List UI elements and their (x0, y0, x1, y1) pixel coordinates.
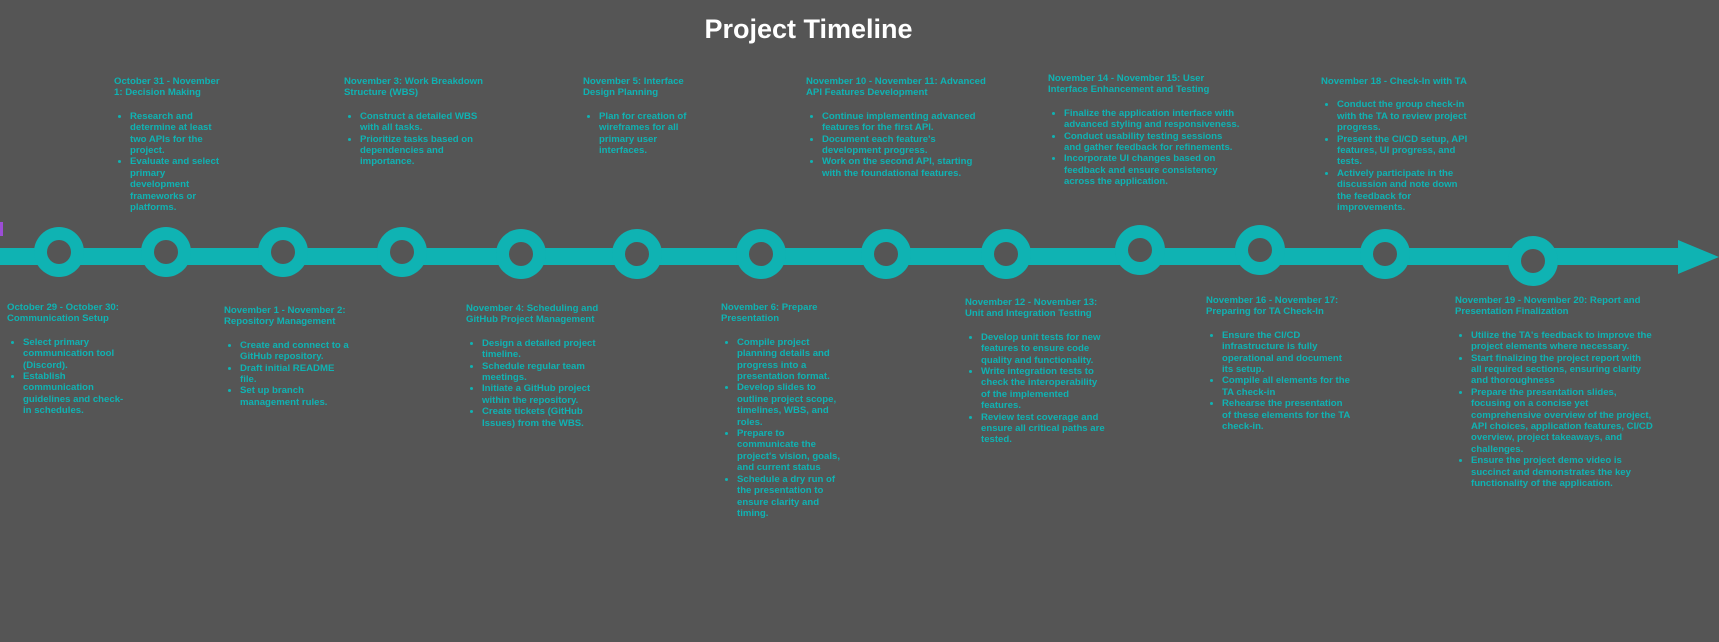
event-title: October 29 - October 30: Communication S… (7, 302, 119, 325)
event-task-item: Actively participate in the discussion a… (1337, 168, 1474, 214)
event-card: October 31 - November 1: Decision Making… (114, 76, 224, 213)
timeline-node-hole (47, 240, 71, 264)
event-task-item: Work on the second API, starting with th… (822, 156, 994, 179)
event-title: November 10 - November 11: Advanced API … (806, 76, 986, 99)
event-task-item: Draft initial README file. (240, 363, 349, 386)
event-title: November 14 - November 15: User Interfac… (1048, 73, 1210, 96)
event-task-item: Create and connect to a GitHub repositor… (240, 340, 349, 363)
event-task-item: Conduct the group check-in with the TA t… (1337, 99, 1474, 133)
timeline-start-marker (0, 222, 3, 236)
event-task-item: Create tickets (GitHub Issues) from the … (482, 406, 608, 429)
event-card: November 18 - Check-In with TA Conduct th… (1321, 76, 1474, 213)
event-task-item: Develop slides to outline project scope,… (737, 382, 848, 428)
event-title: November 16 - November 17: Preparing for… (1206, 295, 1339, 318)
timeline-node-hole (625, 242, 649, 266)
event-task-item: Utilize the TA's feedback to improve the… (1471, 330, 1653, 353)
timeline-node-hole (390, 240, 414, 264)
event-task-item: Review test coverage and ensure all crit… (981, 412, 1105, 446)
timeline-node-hole (509, 242, 533, 266)
event-title: November 1 - November 2: Repository Mana… (224, 305, 346, 328)
event-card: November 6: Prepare PresentationCompile … (721, 302, 848, 519)
event-title: November 4: Scheduling and GitHub Projec… (466, 303, 599, 326)
event-task-list: Select primary communication tool (Disco… (7, 337, 125, 417)
event-task-list: Develop unit tests for new features to e… (965, 332, 1105, 446)
event-task-item: Research and determine at least two APIs… (130, 111, 224, 157)
event-task-item: Develop unit tests for new features to e… (981, 332, 1105, 366)
event-task-item: Prioritize tasks based on dependencies a… (360, 134, 490, 168)
event-card: November 14 - November 15: User Interfac… (1048, 73, 1241, 188)
event-task-item: Present the CI/CD setup, API features, U… (1337, 134, 1474, 168)
event-task-list: Create and connect to a GitHub repositor… (224, 340, 349, 408)
timeline-node-hole (154, 240, 178, 264)
event-title: October 31 - November 1: Decision Making (114, 76, 220, 99)
event-task-item: Write integration tests to check the int… (981, 366, 1105, 412)
timeline-node-hole (874, 242, 898, 266)
event-task-item: Evaluate and select primary development … (130, 156, 224, 213)
event-task-list: Utilize the TA's feedback to improve the… (1455, 330, 1653, 490)
event-task-list: Plan for creation of wireframes for all … (583, 111, 690, 157)
event-task-item: Prepare to communicate the project's vis… (737, 428, 848, 474)
event-task-list: Finalize the application interface with … (1048, 108, 1241, 188)
timeline-line (0, 248, 1682, 265)
event-task-item: Select primary communication tool (Disco… (23, 337, 125, 371)
event-task-item: Ensure the project demo video is succinc… (1471, 455, 1653, 489)
event-task-item: Compile project planning details and pro… (737, 337, 848, 383)
event-task-item: Start finalizing the project report with… (1471, 353, 1653, 387)
event-task-item: Plan for creation of wireframes for all … (599, 111, 690, 157)
event-task-item: Continue implementing advanced features … (822, 111, 994, 134)
event-title: November 18 - Check-In with TA (1321, 76, 1467, 87)
event-task-item: Schedule a dry run of the presentation t… (737, 474, 848, 520)
event-task-list: Research and determine at least two APIs… (114, 111, 224, 214)
timeline-node-hole (1128, 238, 1152, 262)
event-title: November 12 - November 13: Unit and Inte… (965, 297, 1098, 320)
event-card: November 5: Interface Design PlanningPla… (583, 76, 690, 156)
event-card: November 19 - November 20: Report and Pr… (1455, 295, 1653, 490)
event-task-list: Ensure the CI/CD infrastructure is fully… (1206, 330, 1354, 433)
event-task-item: Compile all elements for the TA check-in (1222, 375, 1354, 398)
event-title: November 3: Work Breakdown Structure (WB… (344, 76, 483, 99)
event-task-item: Initiate a GitHub project within the rep… (482, 383, 608, 406)
event-task-list: Conduct the group check-in with the TA t… (1321, 99, 1474, 213)
timeline-arrow-head (1678, 240, 1719, 274)
timeline-node-hole (1373, 242, 1397, 266)
event-task-item: Ensure the CI/CD infrastructure is fully… (1222, 330, 1354, 376)
event-task-item: Establish communication guidelines and c… (23, 371, 125, 417)
event-task-list: Construct a detailed WBS with all tasks.… (344, 111, 490, 168)
event-task-item: Rehearse the presentation of these eleme… (1222, 398, 1354, 432)
event-card: November 16 - November 17: Preparing for… (1206, 295, 1354, 432)
event-card: November 10 - November 11: Advanced API … (806, 76, 994, 179)
event-task-item: Schedule regular team meetings. (482, 361, 608, 384)
timeline-node-hole (1248, 238, 1272, 262)
timeline-nodes (34, 225, 1558, 286)
event-task-item: Document each feature's development prog… (822, 134, 994, 157)
event-card: October 29 - October 30: Communication S… (7, 302, 125, 417)
event-task-item: Design a detailed project timeline. (482, 338, 608, 361)
timeline-node-hole (271, 240, 295, 264)
timeline-node-hole (994, 242, 1018, 266)
event-task-list: Compile project planning details and pro… (721, 337, 848, 520)
event-title: November 5: Interface Design Planning (583, 76, 684, 99)
event-task-list: Design a detailed project timeline.Sched… (466, 338, 608, 429)
event-task-item: Conduct usability testing sessions and g… (1064, 131, 1241, 154)
timeline-node-hole (749, 242, 773, 266)
event-task-item: Incorporate UI changes based on feedback… (1064, 153, 1241, 187)
event-task-item: Prepare the presentation slides, focusin… (1471, 387, 1653, 455)
event-task-item: Set up branch management rules. (240, 385, 349, 408)
event-task-item: Construct a detailed WBS with all tasks. (360, 111, 490, 134)
event-card: November 12 - November 13: Unit and Inte… (965, 297, 1105, 446)
event-card: November 1 - November 2: Repository Mana… (224, 305, 349, 408)
event-title: November 19 - November 20: Report and Pr… (1455, 295, 1641, 318)
event-card: November 4: Scheduling and GitHub Projec… (466, 303, 608, 429)
timeline-node-hole (1521, 249, 1545, 273)
event-title: November 6: Prepare Presentation (721, 302, 818, 325)
page-title: Project Timeline (704, 14, 913, 44)
event-task-list: Continue implementing advanced features … (806, 111, 994, 179)
event-task-item: Finalize the application interface with … (1064, 108, 1241, 131)
event-card: November 3: Work Breakdown Structure (WB… (344, 76, 490, 168)
